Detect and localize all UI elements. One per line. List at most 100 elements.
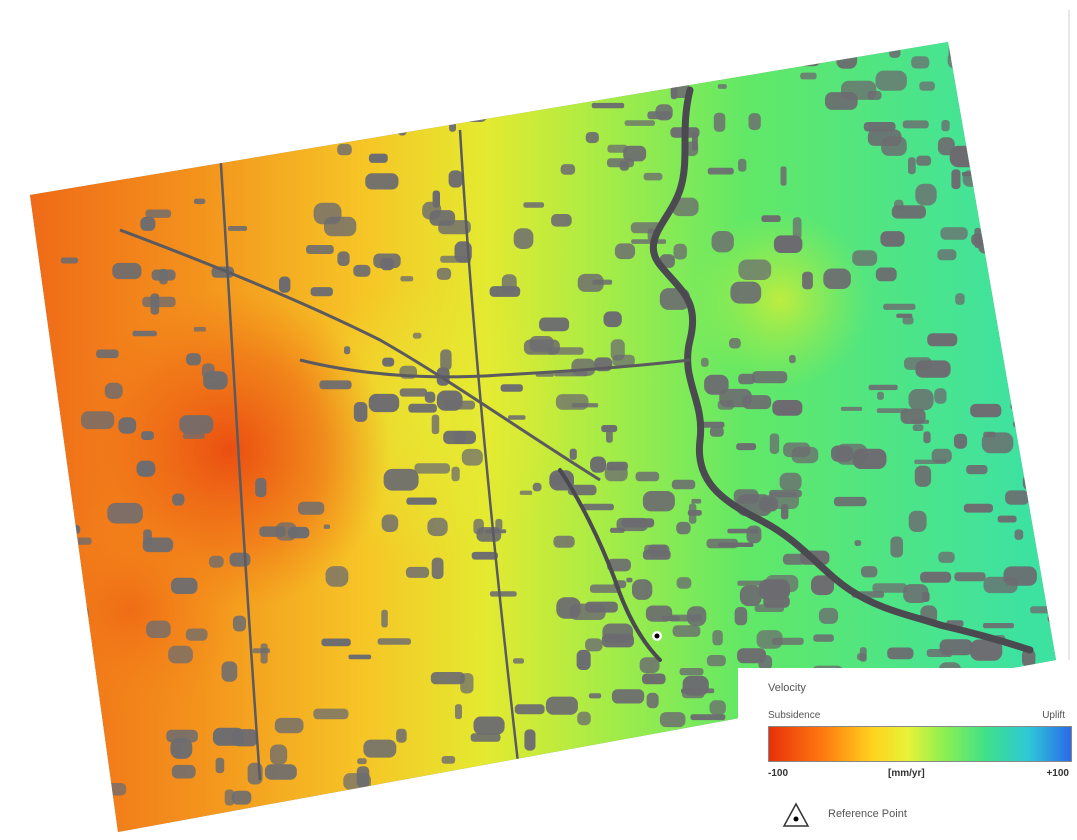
no-data-patch (406, 497, 437, 505)
no-data-patch (135, 104, 147, 125)
no-data-patch (1057, 502, 1075, 512)
no-data-patch (477, 787, 509, 802)
no-data-patch (707, 167, 734, 175)
no-data-patch (559, 85, 595, 94)
no-data-patch (72, 785, 85, 797)
no-data-patch (381, 609, 388, 628)
no-data-patch (390, 807, 424, 817)
no-data-patch (919, 81, 935, 91)
no-data-patch (396, 795, 414, 806)
no-data-patch (560, 164, 576, 175)
no-data-patch (396, 728, 407, 743)
no-data-patch (780, 504, 789, 520)
no-data-patch (896, 313, 913, 318)
no-data-patch (166, 729, 198, 743)
no-data-patch (949, 145, 978, 168)
no-data-patch (742, 395, 772, 410)
no-data-patch (962, 172, 993, 177)
no-data-patch (889, 47, 901, 58)
no-data-patch (738, 373, 755, 385)
no-data-patch (971, 233, 999, 246)
no-data-patch (1033, 339, 1043, 353)
no-data-patch (863, 122, 896, 132)
no-data-patch (915, 183, 937, 206)
no-data-patch (408, 403, 437, 413)
no-data-patch (981, 432, 1014, 454)
no-data-patch (923, 431, 931, 444)
legend-title: Velocity (768, 682, 806, 694)
no-data-patch (610, 339, 625, 361)
no-data-patch (1017, 137, 1035, 147)
no-data-patch (628, 813, 665, 819)
no-data-patch (577, 711, 591, 726)
legend-min-value: -100 (768, 768, 789, 779)
no-data-patch (997, 515, 1017, 523)
no-data-patch (1049, 100, 1056, 106)
no-data-patch (614, 243, 636, 260)
no-data-patch (643, 172, 663, 181)
frame-divider (1068, 10, 1070, 660)
no-data-patch (635, 471, 660, 482)
no-data-patch (107, 502, 143, 524)
no-data-patch (984, 203, 1004, 224)
no-data-patch (904, 357, 932, 370)
no-data-patch (576, 649, 591, 670)
no-data-patch (179, 415, 214, 434)
no-data-patch (21, 563, 29, 570)
no-data-patch (432, 190, 440, 208)
no-data-patch (624, 797, 632, 817)
legend-max-value: +100 (1046, 768, 1069, 779)
no-data-patch (550, 475, 564, 486)
no-data-patch (1014, 529, 1024, 540)
no-data-patch (642, 673, 666, 685)
no-data-patch (983, 431, 996, 438)
no-data-patch (414, 463, 450, 474)
no-data-patch (168, 645, 193, 664)
no-data-patch (133, 64, 149, 73)
no-data-patch (939, 639, 973, 656)
no-data-patch (319, 380, 352, 390)
no-data-patch (1048, 332, 1056, 351)
no-data-patch (1009, 236, 1025, 252)
no-data-patch (509, 31, 518, 36)
no-data-patch (894, 199, 904, 210)
no-data-patch (460, 57, 472, 75)
no-data-patch (353, 264, 371, 277)
no-data-patch (626, 577, 633, 583)
no-data-patch (569, 603, 606, 620)
no-data-patch (548, 810, 555, 819)
no-data-patch (610, 527, 625, 533)
no-data-patch (890, 536, 903, 558)
legend-subsidence-label: Subsidence (768, 710, 821, 721)
no-data-patch (833, 496, 867, 507)
no-data-patch (61, 537, 92, 545)
no-data-patch (602, 623, 633, 643)
no-data-patch (966, 465, 988, 475)
no-data-patch (344, 346, 351, 355)
no-data-patch (81, 411, 115, 430)
no-data-patch (523, 59, 542, 73)
no-data-patch (751, 371, 788, 384)
no-data-patch (1063, 185, 1077, 196)
no-data-patch (645, 605, 673, 622)
no-data-patch (717, 84, 727, 89)
no-data-patch (673, 243, 687, 260)
no-data-patch (632, 579, 653, 600)
no-data-patch (566, 761, 594, 766)
no-data-patch (449, 117, 456, 132)
no-data-patch (430, 672, 465, 685)
no-data-patch (104, 382, 123, 399)
no-data-patch (553, 535, 575, 548)
no-data-patch (162, 124, 170, 134)
no-data-patch (420, 49, 432, 64)
no-data-patch (529, 336, 554, 352)
no-data-patch (612, 42, 647, 45)
no-data-patch (199, 93, 225, 108)
no-data-patch (970, 639, 1003, 661)
no-data-patch (224, 789, 235, 806)
no-data-patch (182, 433, 205, 439)
no-data-patch (212, 727, 245, 746)
no-data-patch (151, 269, 176, 281)
no-data-patch (875, 70, 907, 91)
